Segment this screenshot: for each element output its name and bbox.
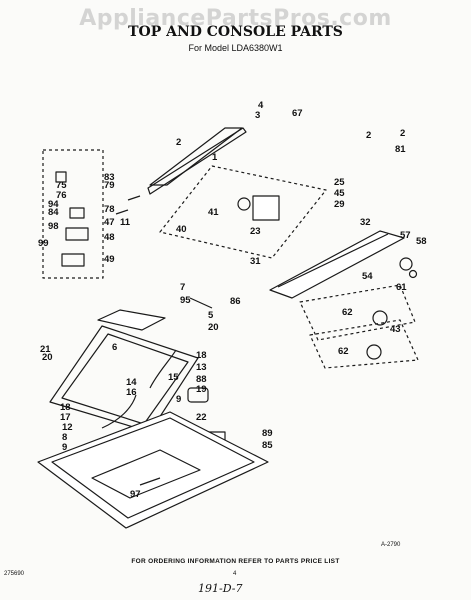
console-panel	[147, 127, 247, 195]
part-callout-9: 9	[62, 442, 67, 453]
part-callout-54: 54	[362, 271, 373, 282]
knob-62-lower	[366, 344, 382, 360]
part-callout-5: 5	[208, 310, 214, 321]
knob-outline-lower	[309, 319, 419, 369]
tub-opening	[91, 449, 201, 499]
part-callout-6: 6	[112, 342, 117, 353]
part-callout-67: 67	[292, 108, 303, 119]
part-callout-14: 14	[126, 377, 137, 388]
part-callout-8: 8	[62, 432, 67, 443]
part-callout-18: 18	[60, 402, 71, 413]
part-callout-3: 3	[255, 110, 260, 121]
part-callout-19: 19	[196, 384, 207, 395]
part-callout-2: 2	[366, 130, 371, 141]
part-callout-17: 17	[60, 412, 71, 423]
lid-frame	[49, 325, 199, 433]
switch-knob	[237, 197, 251, 211]
part-callout-41: 41	[208, 207, 219, 218]
part-callout-31: 31	[250, 256, 261, 267]
knob-58	[408, 269, 418, 279]
part-callout-40: 40	[176, 224, 187, 235]
part-callout-89: 89	[262, 428, 273, 439]
part-callout-95: 95	[180, 295, 191, 306]
document-number: 275690	[4, 571, 25, 577]
watermark: AppliancePartsPros.com	[79, 6, 392, 31]
page-title: TOP AND CONSOLE PARTS	[128, 24, 343, 40]
part-callout-25: 25	[334, 177, 345, 188]
hose	[149, 349, 177, 389]
part-callout-45: 45	[334, 188, 345, 199]
part-callout-1: 1	[212, 152, 218, 163]
part-callout-85: 85	[262, 440, 273, 451]
part-callout-12: 12	[62, 422, 73, 433]
part-callout-16: 16	[126, 387, 137, 398]
detail-box	[42, 149, 104, 279]
page-number: 4	[233, 571, 237, 577]
control-panel-outline	[159, 165, 327, 259]
part-callout-7: 7	[180, 282, 185, 293]
lid-cover	[97, 309, 166, 331]
part-callout-62: 62	[338, 346, 349, 357]
part-callout-86: 86	[230, 296, 241, 307]
part-callout-15: 15	[168, 372, 179, 383]
part-callout-4: 4	[258, 100, 264, 111]
part-callout-18: 18	[196, 350, 207, 361]
part-callout-61: 61	[396, 282, 407, 293]
part-callout-23: 23	[250, 226, 261, 237]
sensor	[187, 387, 209, 403]
console-panel-edge	[149, 127, 243, 186]
part-callout-49: 49	[104, 254, 115, 265]
model-subtitle: For Model LDA6380W1	[188, 43, 283, 53]
part-callout-2: 2	[176, 137, 181, 148]
knob-outline-upper	[299, 284, 416, 341]
part-callout-57: 57	[400, 230, 411, 241]
part-callout-47: 47	[104, 217, 115, 228]
washer-top	[37, 411, 269, 529]
part-callout-79: 79	[104, 180, 115, 191]
part-callout-88: 88	[196, 374, 207, 385]
part-callout-29: 29	[334, 199, 345, 210]
part-callout-43: 43	[390, 324, 401, 335]
part-callout-76: 76	[56, 190, 67, 201]
part-callout-32: 32	[360, 217, 371, 228]
part-callout-20: 20	[42, 352, 53, 363]
part-callout-75: 75	[56, 180, 67, 191]
part-callout-11: 11	[120, 217, 131, 228]
timer-component	[252, 195, 280, 221]
console-rail	[269, 230, 405, 299]
part-callout-13: 13	[196, 362, 207, 373]
diagram-code: A-2790	[381, 542, 401, 548]
ordering-info: FOR ORDERING INFORMATION REFER TO PARTS …	[131, 558, 340, 565]
part-callout-9: 9	[176, 394, 181, 405]
part-callout-58: 58	[416, 236, 427, 247]
part-callout-48: 48	[104, 232, 115, 243]
knob-62-upper	[372, 310, 388, 326]
part-callout-83: 83	[104, 172, 115, 183]
part-callout-62: 62	[342, 307, 353, 318]
part-callout-21: 21	[40, 344, 51, 355]
part-callout-97: 97	[130, 489, 141, 500]
knob-57	[399, 257, 413, 271]
handwritten-note: 191-D-7	[198, 582, 243, 595]
part-callout-94: 94	[48, 199, 59, 210]
part-callout-84: 84	[48, 207, 59, 218]
part-callout-22: 22	[196, 412, 207, 423]
part-callout-20: 20	[208, 322, 219, 333]
part-callout-99: 99	[38, 238, 49, 249]
part-callout-98: 98	[48, 221, 59, 232]
part-callout-81: 81	[395, 144, 406, 155]
part-callout-2: 2	[400, 128, 405, 139]
part-callout-78: 78	[104, 204, 115, 215]
